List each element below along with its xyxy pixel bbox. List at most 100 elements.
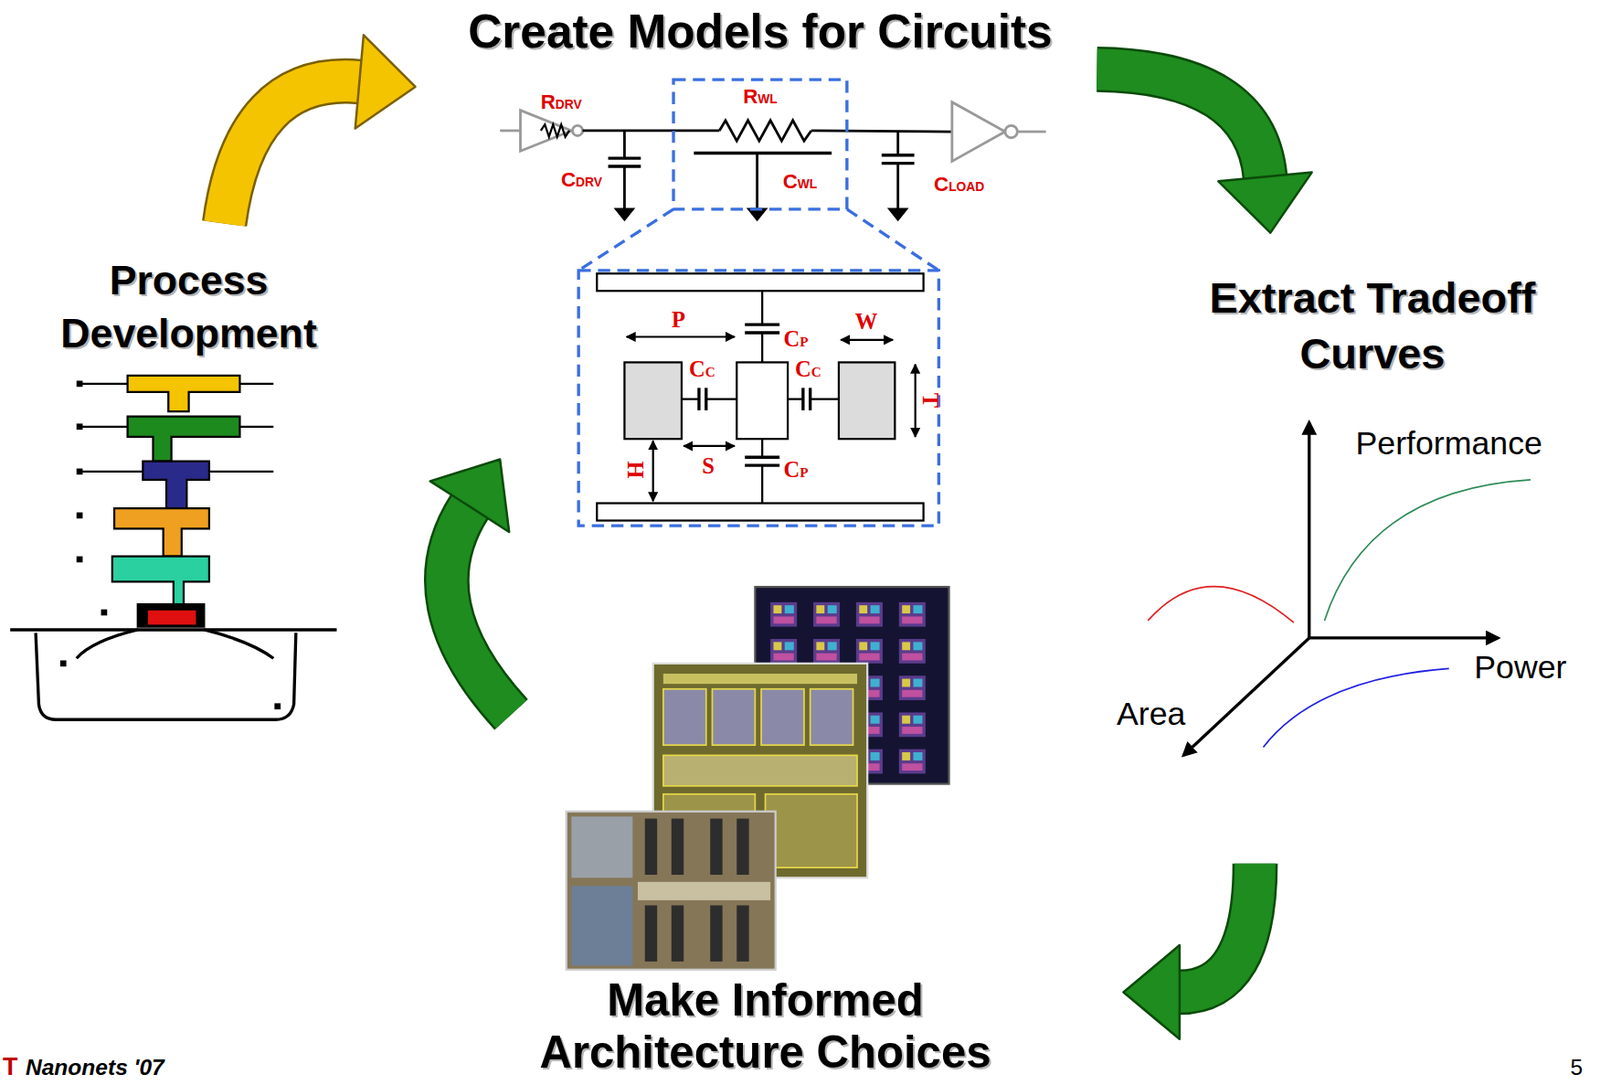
wire-cross-section bbox=[736, 361, 788, 439]
rc-circuit bbox=[693, 151, 832, 155]
die-photos bbox=[566, 811, 776, 970]
die-photos bbox=[899, 749, 926, 774]
tradeoff-chart bbox=[1183, 637, 1309, 755]
process-stack bbox=[114, 508, 210, 556]
die-photos bbox=[899, 675, 926, 700]
die-photos bbox=[856, 602, 883, 627]
rc-circuit bbox=[755, 152, 759, 209]
wire-cross-section bbox=[914, 364, 917, 437]
rc-circuit bbox=[881, 153, 915, 157]
cycle-arrow bbox=[224, 34, 416, 223]
process-stack bbox=[61, 661, 65, 666]
rc-circuit bbox=[896, 130, 900, 156]
wire-cross-section bbox=[683, 445, 735, 447]
rc-circuit bbox=[952, 102, 1006, 162]
process-stack bbox=[77, 381, 82, 386]
die-photos bbox=[566, 586, 950, 970]
stage-title: Extract Tradeoff Curves bbox=[1196, 270, 1548, 382]
zoom-callout bbox=[673, 79, 848, 210]
die-photos bbox=[765, 794, 859, 868]
stage-node: Process Development bbox=[36, 223, 338, 371]
capacitance-label: CWL bbox=[783, 169, 818, 193]
rc-circuit bbox=[608, 156, 642, 159]
process-stack bbox=[148, 610, 196, 626]
die-photos bbox=[736, 904, 749, 961]
arrow-body bbox=[1096, 69, 1265, 178]
arrow-outline bbox=[224, 81, 361, 224]
rc-circuit bbox=[582, 129, 721, 133]
resistance-label: RWL bbox=[742, 85, 778, 109]
rc-circuit bbox=[719, 120, 812, 141]
rc-circuit bbox=[520, 110, 573, 152]
arrow-head bbox=[355, 34, 416, 128]
die-photos bbox=[645, 818, 657, 875]
stage-node: Extract Tradeoff Curves bbox=[1133, 233, 1581, 864]
rc-circuit bbox=[896, 163, 900, 210]
wire-cross-section bbox=[838, 361, 895, 439]
process-stack bbox=[77, 424, 82, 429]
wire-cross-section bbox=[801, 387, 805, 411]
rc-circuit bbox=[1017, 130, 1046, 134]
rc-circuit bbox=[811, 130, 953, 132]
arrow-outline bbox=[446, 506, 512, 715]
resistance-label: RDRV bbox=[540, 90, 583, 114]
wire-cross-section bbox=[596, 273, 923, 520]
footer-text: Nanonets '07 bbox=[25, 1055, 165, 1081]
die-photos bbox=[813, 638, 840, 664]
stage-node: Make Informed Architecture Choices bbox=[510, 584, 1124, 1085]
stage-title: Process Development bbox=[42, 254, 334, 361]
process-stack bbox=[76, 629, 138, 658]
die-photos bbox=[663, 673, 858, 684]
die-photos bbox=[899, 602, 926, 627]
arrow-body bbox=[1179, 863, 1256, 993]
process-stack bbox=[112, 556, 210, 604]
process-stack bbox=[137, 603, 205, 627]
arrow-body bbox=[224, 81, 361, 224]
die-photos bbox=[770, 602, 797, 627]
die-photos bbox=[770, 638, 797, 664]
capacitance-label: CC bbox=[794, 357, 822, 382]
arrow-outline bbox=[1096, 69, 1265, 178]
wire-cross-section bbox=[624, 361, 682, 439]
die-photos bbox=[709, 818, 722, 875]
capacitance-label: CLOAD bbox=[933, 173, 985, 197]
rc-circuit bbox=[623, 130, 626, 159]
arrow-head bbox=[1218, 172, 1312, 234]
wire-cross-section bbox=[626, 335, 735, 338]
rc-circuit bbox=[1005, 125, 1018, 138]
process-stack bbox=[127, 416, 241, 462]
die-photos bbox=[761, 688, 805, 745]
cycle-arrow bbox=[1096, 69, 1312, 234]
wire-cross-section bbox=[761, 438, 763, 457]
cycle-arrow bbox=[1123, 863, 1255, 1039]
process-stack bbox=[77, 513, 82, 518]
die-photos bbox=[711, 688, 755, 745]
stage-node: Create Models for Circuits bbox=[415, 0, 1098, 460]
die-photos bbox=[813, 602, 840, 627]
die-photos bbox=[663, 688, 707, 745]
rc-circuit bbox=[572, 125, 583, 136]
arrow-body bbox=[446, 506, 512, 715]
die-photos bbox=[856, 638, 883, 664]
tradeoff-chart bbox=[1324, 479, 1531, 621]
logo-letter: T bbox=[2, 1053, 18, 1081]
stage-title: Make Informed Architecture Choices bbox=[525, 974, 1006, 1078]
wire-cross-section bbox=[652, 440, 655, 501]
zoom-callout bbox=[578, 270, 939, 526]
die-photos bbox=[736, 818, 749, 875]
wire-cross-section bbox=[596, 503, 923, 521]
rc-circuit bbox=[499, 129, 520, 133]
axis-label: Performance bbox=[1355, 425, 1542, 462]
wire-cross-section bbox=[706, 397, 738, 400]
zoom-callout bbox=[578, 209, 674, 271]
cycle-arrow bbox=[430, 459, 512, 715]
wire-cross-section bbox=[697, 387, 700, 411]
axis-label: Power bbox=[1473, 650, 1567, 687]
wire-cross-section bbox=[761, 465, 763, 503]
dimension-label: H bbox=[623, 460, 648, 478]
arrow-head bbox=[430, 459, 509, 532]
die-photos bbox=[899, 638, 926, 664]
